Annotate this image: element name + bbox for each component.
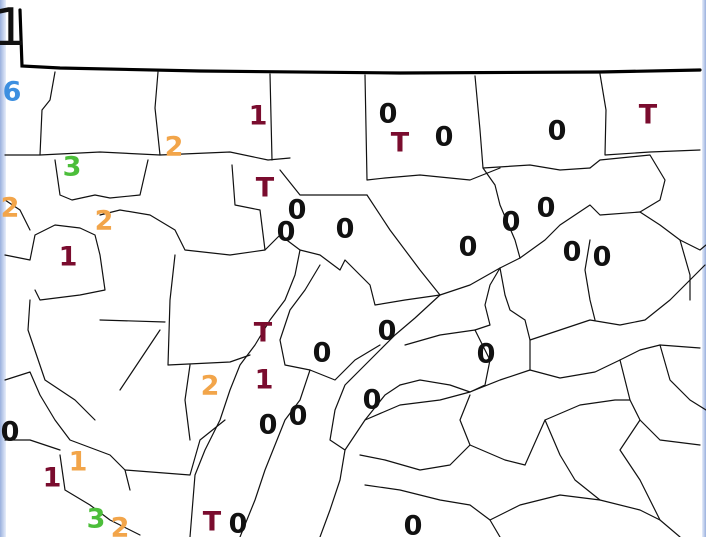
county-boundary xyxy=(319,449,346,537)
county-boundary xyxy=(489,494,601,521)
county-boundary xyxy=(99,209,281,256)
precipitation-value-label: 0 xyxy=(313,338,332,369)
county-boundary xyxy=(231,164,266,251)
county-boundary xyxy=(519,204,641,259)
county-boundary xyxy=(366,194,521,296)
precipitation-value-label: T xyxy=(639,100,658,131)
precipitation-value-label: 6 xyxy=(3,77,22,108)
county-boundary xyxy=(474,267,501,331)
precipitation-value-label: 0 xyxy=(477,339,496,370)
county-boundary xyxy=(359,444,471,471)
county-boundary xyxy=(524,399,631,466)
precipitation-value-label: 0 xyxy=(289,401,308,432)
county-boundary xyxy=(364,74,501,181)
precipitation-value-label: 2 xyxy=(165,132,184,163)
county-boundary xyxy=(659,344,706,411)
county-boundary xyxy=(619,419,681,537)
county-boundary xyxy=(4,199,31,231)
county-boundary xyxy=(59,454,141,536)
precipitation-value-label: 0 xyxy=(502,207,521,238)
county-boundary xyxy=(4,371,131,491)
precipitation-value-label: 0 xyxy=(404,511,423,537)
county-boundary xyxy=(4,224,106,301)
precipitation-value-label: 1 xyxy=(249,101,268,132)
precipitation-value-label: 2 xyxy=(1,193,20,224)
county-boundary xyxy=(364,484,501,537)
county-boundary xyxy=(279,234,441,306)
precipitation-value-label: 2 xyxy=(201,371,220,402)
county-boundary xyxy=(639,211,706,251)
precipitation-value-label: 0 xyxy=(459,232,478,263)
precipitation-value-label: 3 xyxy=(63,152,82,183)
precipitation-value-label: 0 xyxy=(363,385,382,416)
precipitation-value-label: 0 xyxy=(548,116,567,147)
county-boundary xyxy=(189,249,301,537)
county-boundary xyxy=(599,73,701,156)
county-boundary xyxy=(544,419,661,521)
precipitation-value-label: 0 xyxy=(563,237,582,268)
precipitation-value-label: 0 xyxy=(1,417,20,448)
precipitation-value-label: 0 xyxy=(378,316,397,347)
precipitation-value-label: 0 xyxy=(277,217,296,248)
precipitation-value-label: 2 xyxy=(95,206,114,237)
precipitation-value-label: 1 xyxy=(255,365,274,396)
precipitation-value-label: 0 xyxy=(435,122,454,153)
precipitation-value-label: 0 xyxy=(537,193,556,224)
precipitation-value-label: 0 xyxy=(229,509,248,537)
county-boundary xyxy=(584,239,596,321)
county-boundary xyxy=(474,75,591,171)
precipitation-value-label: 1 xyxy=(59,242,78,273)
county-boundary xyxy=(279,264,381,381)
county-boundary xyxy=(27,299,96,421)
county-boundary xyxy=(39,71,56,156)
county-boundary xyxy=(329,294,441,451)
county-boundary xyxy=(154,71,161,156)
county-boundary xyxy=(4,151,291,161)
corner-mark-text: 1 xyxy=(0,0,27,58)
county-boundary xyxy=(589,154,666,213)
precipitation-value-label: 1 xyxy=(43,463,62,494)
county-boundary xyxy=(482,167,521,259)
state-border xyxy=(18,8,702,75)
county-boundary xyxy=(4,439,61,451)
county-boundary xyxy=(529,344,701,379)
precipitation-value-label: 3 xyxy=(87,504,106,535)
precipitation-value-label: 0 xyxy=(379,99,398,130)
county-boundary xyxy=(529,264,706,341)
precipitation-value-label: T xyxy=(254,318,273,349)
precipitation-value-label: 2 xyxy=(111,513,130,537)
county-boundary xyxy=(399,329,491,393)
county-boundary xyxy=(269,73,273,161)
precipitation-value-label: 0 xyxy=(336,214,355,245)
precipitation-value-label: 0 xyxy=(288,195,307,226)
left-window-border xyxy=(0,0,6,537)
county-boundary xyxy=(459,394,526,466)
county-boundary xyxy=(167,254,251,366)
county-boundary xyxy=(364,369,531,421)
right-window-border xyxy=(702,0,706,537)
county-boundary xyxy=(119,329,161,391)
precipitation-value-label: T xyxy=(203,507,222,537)
county-boundaries xyxy=(4,8,706,537)
precipitation-value-label: 1 xyxy=(69,447,88,478)
county-boundary xyxy=(499,267,531,371)
county-boundary xyxy=(679,239,691,301)
county-boundary xyxy=(279,169,368,196)
county-boundary xyxy=(239,369,311,537)
county-boundary xyxy=(54,159,149,201)
county-boundary xyxy=(99,319,166,323)
county-boundary xyxy=(124,419,226,476)
precipitation-value-label: 0 xyxy=(259,410,278,441)
county-boundary xyxy=(184,364,191,441)
precipitation-value-label: 0 xyxy=(593,242,612,273)
precipitation-value-label: T xyxy=(256,173,275,204)
precipitation-value-label: T xyxy=(391,128,410,159)
